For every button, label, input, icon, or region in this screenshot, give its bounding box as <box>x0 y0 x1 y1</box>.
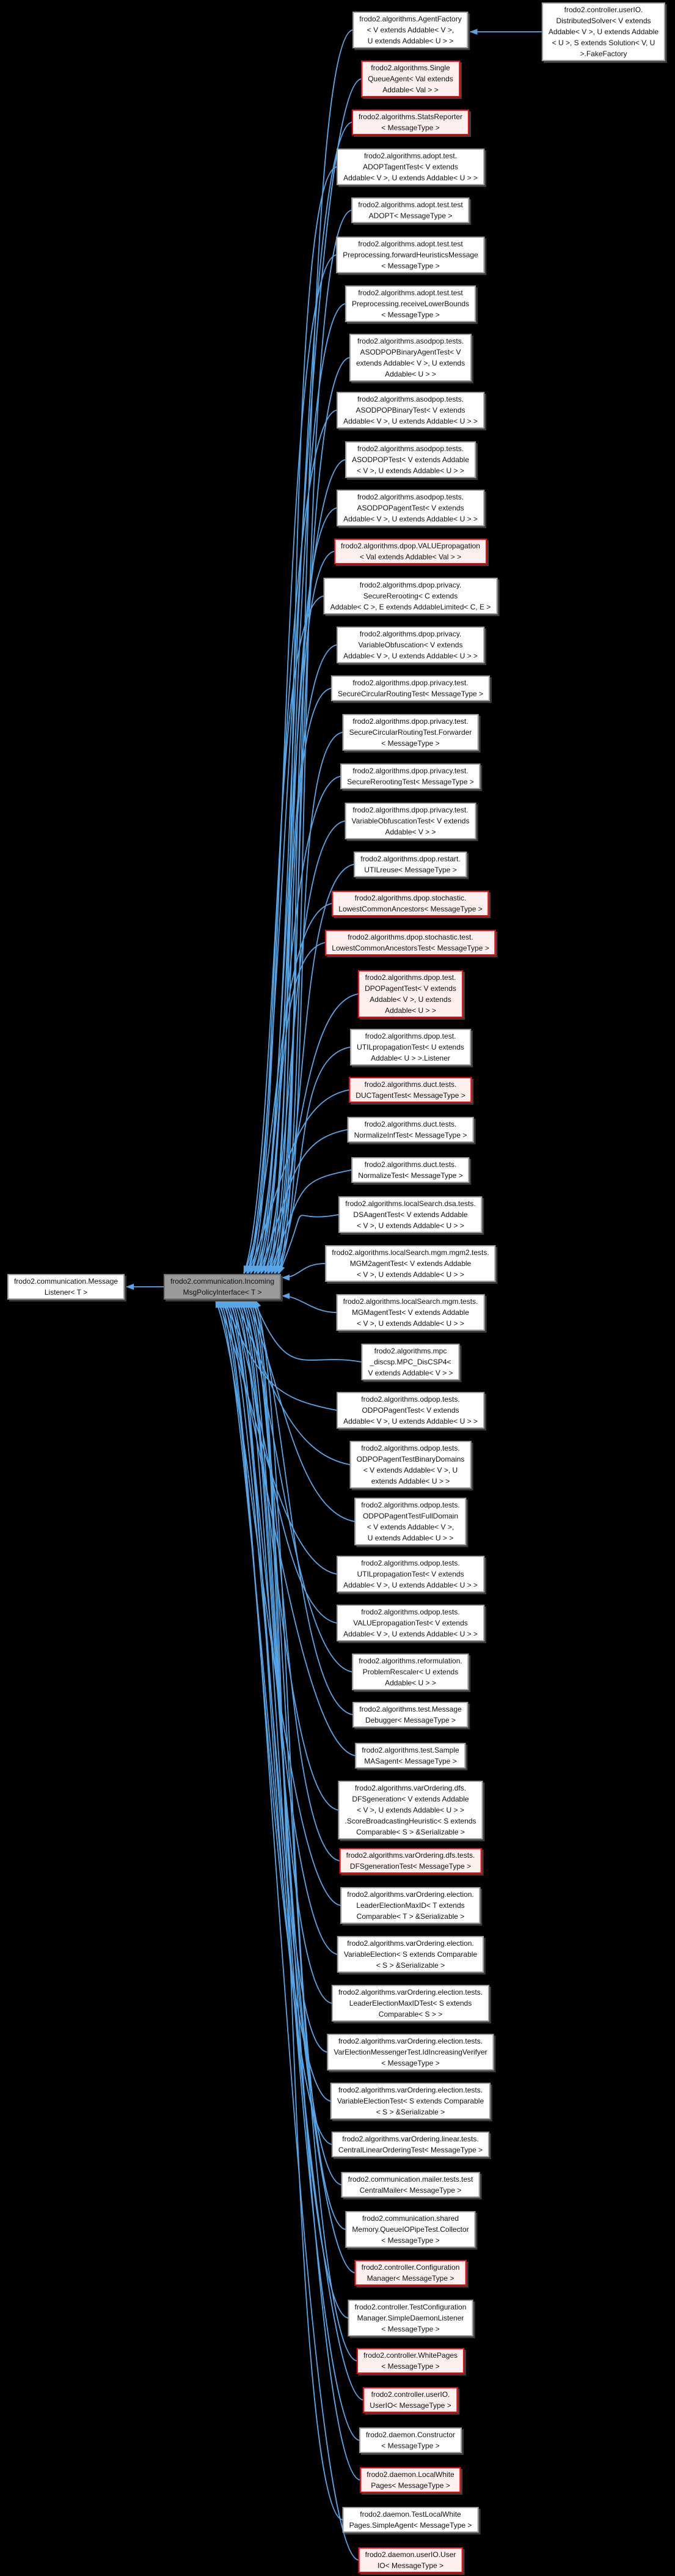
class-node-localwhitepages[interactable]: frodo2.daemon.LocalWhite Pages< MessageT… <box>360 2467 461 2493</box>
class-node-dpopagenttest[interactable]: frodo2.algorithms.dpop.test. DPOPagentTe… <box>358 970 463 1018</box>
class-node-asodpoptest[interactable]: frodo2.algorithms.asodpop.tests. ASODPOP… <box>345 441 476 478</box>
class-node-variableelection[interactable]: frodo2.algorithms.varOrdering.election. … <box>337 1936 484 1973</box>
class-node-variableobfuscationtest[interactable]: frodo2.algorithms.dpop.privacy.test. Var… <box>345 803 476 839</box>
class-node-configurationmanager[interactable]: frodo2.controller.Configuration Manager<… <box>354 2260 467 2286</box>
class-node-dfsgenerationtest[interactable]: frodo2.algorithms.varOrdering.dfs.tests.… <box>339 1848 482 1874</box>
class-node-samplemasagent[interactable]: frodo2.algorithms.test.Sample MASagent< … <box>355 1743 466 1768</box>
class-node-normalizeinftest[interactable]: frodo2.algorithms.duct.tests. NormalizeI… <box>347 1117 474 1143</box>
class-node-utilpropagationlistener[interactable]: frodo2.algorithms.dpop.test. UTILpropaga… <box>350 1029 471 1065</box>
class-node-mgmagenttest[interactable]: frodo2.algorithms.localSearch.mgm.tests.… <box>336 1294 485 1331</box>
class-node-ductagenttest[interactable]: frodo2.algorithms.duct.tests. DUCTagentT… <box>349 1077 472 1103</box>
class-node-singlequeueagent[interactable]: frodo2.algorithms.Single QueueAgent< Val… <box>361 61 460 97</box>
class-node-leaderelectionmaxid[interactable]: frodo2.algorithms.varOrdering.election. … <box>340 1887 481 1924</box>
class-node-lowestcommonancestorstest[interactable]: frodo2.algorithms.dpop.stochastic.test. … <box>325 930 496 955</box>
class-node-asodpopbinaryagenttest[interactable]: frodo2.algorithms.asodpop.tests. ASODPOP… <box>349 334 472 381</box>
class-node-useriodaemon[interactable]: frodo2.daemon.userIO.User IO< MessageTyp… <box>358 2547 463 2573</box>
class-node-odpopagenttestfulldomain[interactable]: frodo2.algorithms.odpop.tests. ODPOPagen… <box>354 1498 467 1545</box>
class-node-variableelectiontest[interactable]: frodo2.algorithms.varOrdering.election.t… <box>330 2083 491 2119</box>
class-node-controlleruserio[interactable]: frodo2.controller.userIO. UserIO< Messag… <box>363 2387 458 2413</box>
class-node-asodpopagenttest[interactable]: frodo2.algorithms.asodpop.tests. ASODPOP… <box>337 490 484 526</box>
class-node-normalizetest[interactable]: frodo2.algorithms.duct.tests. NormalizeT… <box>351 1157 470 1183</box>
class-node-asodpopbinarytest[interactable]: frodo2.algorithms.asodpop.tests. ASODPOP… <box>337 392 484 429</box>
class-node-simpleagent[interactable]: frodo2.daemon.TestLocalWhite Pages.Simpl… <box>342 2507 479 2533</box>
class-node-whitepages[interactable]: frodo2.controller.WhitePages < MessageTy… <box>356 2348 465 2374</box>
class-node-statsreporter[interactable]: frodo2.algorithms.StatsReporter < Messag… <box>351 109 470 135</box>
class-node-odpoputilpropagationtest[interactable]: frodo2.algorithms.odpop.tests. UTILpropa… <box>337 1556 484 1592</box>
class-node-centrallinearorderingtest[interactable]: frodo2.algorithms.varOrdering.linear.tes… <box>331 2132 490 2157</box>
class-node-adoptagenttest[interactable]: frodo2.algorithms.adopt.test. ADOPTagent… <box>337 149 484 185</box>
class-node-problemrescaler[interactable]: frodo2.algorithms.reformulation. Problem… <box>352 1654 469 1690</box>
class-node-testadopt[interactable]: frodo2.algorithms.adopt.test.test ADOPT<… <box>351 197 470 223</box>
class-node-forwardheuristics[interactable]: frodo2.algorithms.adopt.test.test Prepro… <box>336 237 485 273</box>
class-node-messagedebugger[interactable]: frodo2.algorithms.test.Message Debugger<… <box>352 1702 469 1728</box>
class-node-constructor[interactable]: frodo2.daemon.Constructor < MessageType … <box>359 2427 462 2453</box>
class-node-odpopagenttestbinarydomains[interactable]: frodo2.algorithms.odpop.tests. ODPOPagen… <box>349 1441 472 1489</box>
class-node-dsaagenttest[interactable]: frodo2.algorithms.localSearch.dsa.tests.… <box>338 1196 483 1233</box>
class-node-securecircularroutingtest[interactable]: frodo2.algorithms.dpop.privacy.test. Sec… <box>330 675 491 701</box>
class-node-mgm2agenttest[interactable]: frodo2.algorithms.localSearch.mgm.mgm2.t… <box>325 1245 496 1282</box>
class-node-forwarder[interactable]: frodo2.algorithms.dpop.privacy.test. Sec… <box>342 714 479 751</box>
class-node-testcentralmailer[interactable]: frodo2.communication.mailer.tests.test C… <box>341 2172 480 2198</box>
class-node-variableobfuscation[interactable]: frodo2.algorithms.dpop.privacy. Variable… <box>337 627 484 663</box>
class-node-lowestcommonancestors[interactable]: frodo2.algorithms.dpop.stochastic. Lowes… <box>332 891 489 916</box>
class-node-odpopagenttest[interactable]: frodo2.algorithms.odpop.tests. ODPOPagen… <box>337 1392 484 1429</box>
class-node-queueiopipecollector[interactable]: frodo2.communication.shared Memory.Queue… <box>345 2211 476 2248</box>
class-node-valuepropagation[interactable]: frodo2.algorithms.dpop.VALUEpropagation … <box>334 539 487 564</box>
class-node-leaderelectionmaxidtest[interactable]: frodo2.algorithms.varOrdering.election.t… <box>331 1985 490 2022</box>
class-node-agentfactory[interactable]: frodo2.algorithms.AgentFactory < V exten… <box>352 12 469 48</box>
class-node-listener[interactable]: frodo2.communication.Message Listener< T… <box>7 1274 125 1300</box>
class-node-scorebroadcastingheuristic[interactable]: frodo2.algorithms.varOrdering.dfs. DFSge… <box>338 1781 483 1839</box>
class-node-securererooting[interactable]: frodo2.algorithms.dpop.privacy. SecureRe… <box>323 578 498 614</box>
class-node-fakefactory[interactable]: frodo2.controller.userIO. DistributedSol… <box>541 2 666 61</box>
class-node-idincreasingverifyer[interactable]: frodo2.algorithms.varOrdering.election.t… <box>327 2034 494 2070</box>
class-node-odpopvaluepropagationtest[interactable]: frodo2.algorithms.odpop.tests. VALUEprop… <box>337 1605 484 1641</box>
class-node-securererootingtest[interactable]: frodo2.algorithms.dpop.privacy.test. Sec… <box>340 764 481 789</box>
class-node-receivelowerbounds[interactable]: frodo2.algorithms.adopt.test.test Prepro… <box>345 285 476 322</box>
class-node-simpledaemonlistener[interactable]: frodo2.controller.TestConfiguration Mana… <box>348 2300 473 2336</box>
class-node-mpcdiscsp4[interactable]: frodo2.algorithms.mpc _discsp.MPC_DisCSP… <box>361 1344 460 1380</box>
class-node-interface: frodo2.communication.Incoming MsgPolicyI… <box>163 1274 282 1300</box>
class-node-utilreuse[interactable]: frodo2.algorithms.dpop.restart. UTILreus… <box>354 852 467 877</box>
